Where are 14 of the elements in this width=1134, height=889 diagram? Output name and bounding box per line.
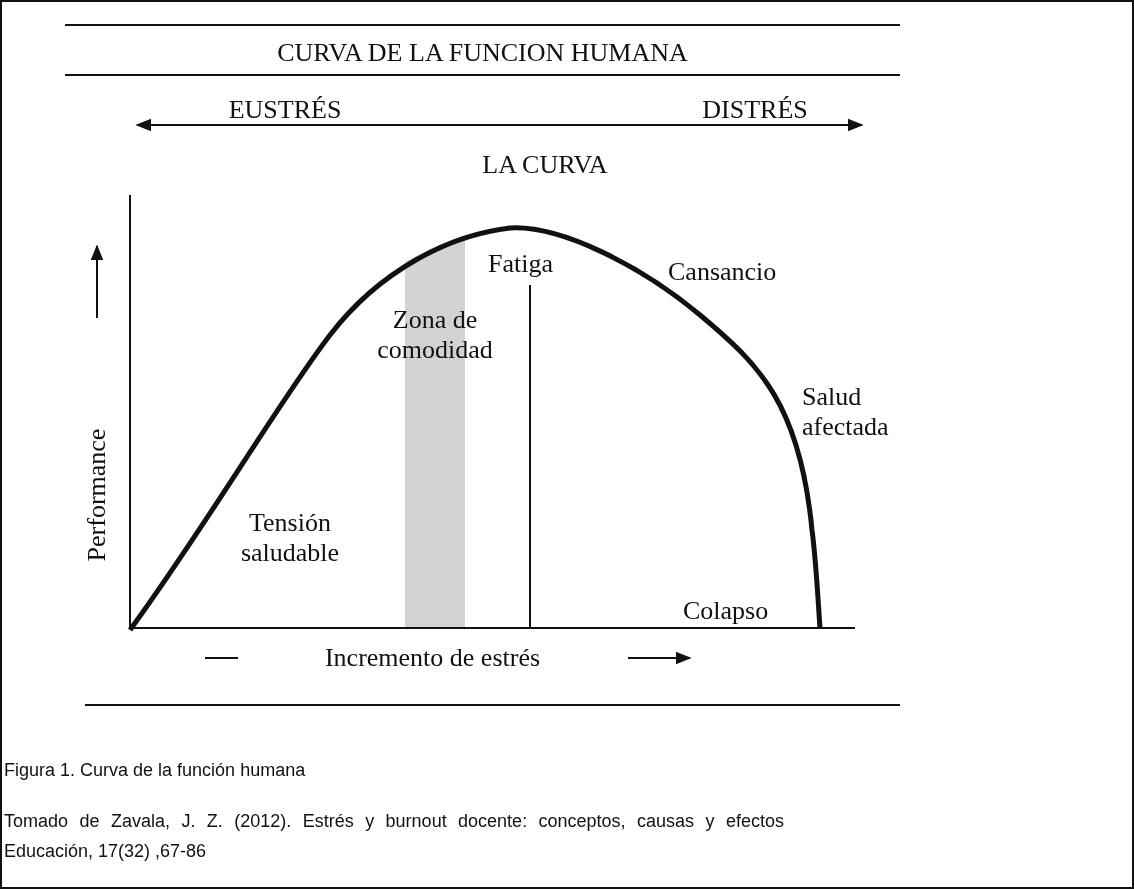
section-label: EUSTRÉS xyxy=(227,95,343,125)
region-label: Fatiga xyxy=(488,249,554,279)
region-label: Colapso xyxy=(683,596,770,626)
curve-label: LA CURVA xyxy=(481,150,609,180)
region-label: Zona de comodidad xyxy=(376,305,494,365)
caption: Figura 1. Curva de la función humana xyxy=(4,759,306,782)
region-label: Tensión saludable xyxy=(239,508,341,568)
axis-label: Incremento de estrés xyxy=(323,643,542,673)
chart-title: CURVA DE LA FUNCION HUMANA xyxy=(276,38,689,68)
section-label: DISTRÉS xyxy=(701,95,809,125)
source-note: Tomado de Zavala, J. Z. (2012). Estrés y burnout docente: conceptos, causas y efectos Educación, 17(32) ,67-86 xyxy=(4,810,784,863)
region-label: Salud afectada xyxy=(802,382,890,442)
region-label: Cansancio xyxy=(668,257,778,287)
axis-label: Performance xyxy=(82,427,112,564)
